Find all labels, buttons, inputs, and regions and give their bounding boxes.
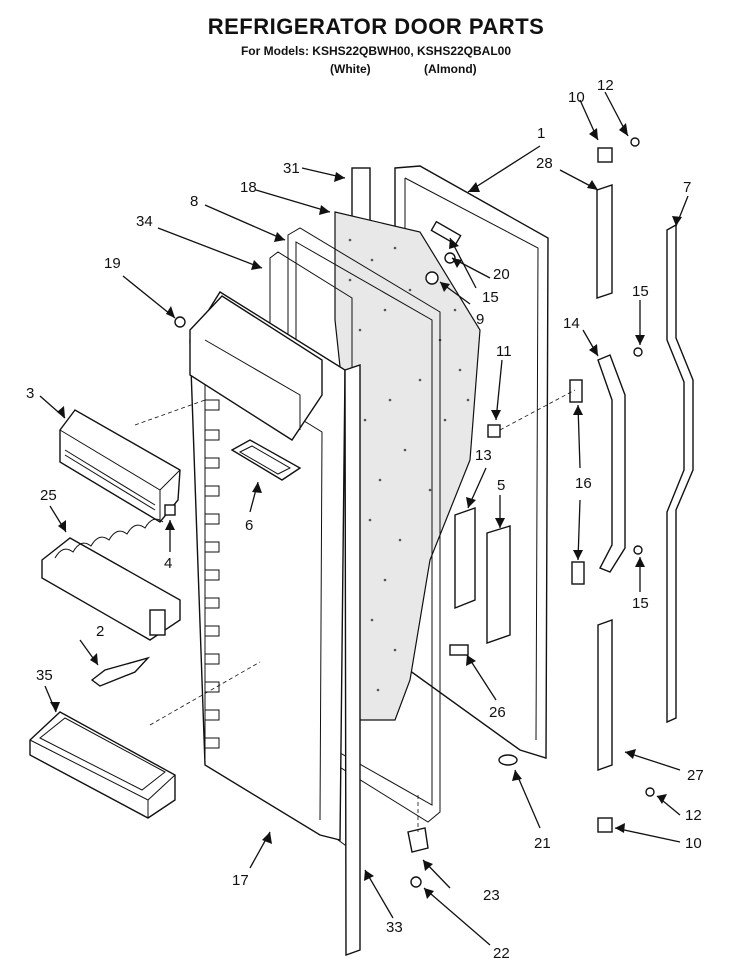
part-handle-cap-bottom xyxy=(597,817,613,833)
callout-15-hinge: 15 xyxy=(482,289,499,306)
part-door-bin xyxy=(29,711,176,819)
part-lower-hinge xyxy=(407,827,429,853)
part-spacer-lower xyxy=(571,561,585,585)
callout-16: 16 xyxy=(575,475,592,492)
callout-25: 25 xyxy=(40,487,57,504)
part-handle-upper xyxy=(596,184,613,299)
callout-3: 3 xyxy=(26,385,34,402)
part-dispenser-insert xyxy=(230,439,302,481)
callout-35: 35 xyxy=(36,667,53,684)
callout-labels: 1 2 3 4 5 6 7 8 9 10 10 11 12 12 13 14 1… xyxy=(26,77,704,962)
callout-23: 23 xyxy=(483,887,500,904)
part-shelf-clip xyxy=(164,504,176,516)
callout-11: 11 xyxy=(496,343,512,360)
part-bottom-pin xyxy=(498,754,518,766)
part-shelf-cover xyxy=(59,409,181,523)
part-egg-bin xyxy=(41,518,181,641)
part-handle-bar xyxy=(597,354,626,573)
callout-26: 26 xyxy=(489,704,506,721)
part-hinge-plate xyxy=(430,220,462,246)
variant-almond-label: (Almond) xyxy=(424,62,477,76)
callout-13: 13 xyxy=(475,447,492,464)
callout-9: 9 xyxy=(476,311,484,328)
callout-12-bottom: 12 xyxy=(685,807,702,824)
callout-28: 28 xyxy=(536,155,553,172)
part-handle-trim xyxy=(666,223,694,724)
callout-33: 33 xyxy=(386,919,403,936)
part-filter-strip-a xyxy=(454,507,476,610)
callout-31: 31 xyxy=(283,160,300,177)
callout-8: 8 xyxy=(190,193,198,210)
diagram-title: REFRIGERATOR DOOR PARTS xyxy=(207,14,545,39)
callout-18: 18 xyxy=(240,179,257,196)
part-bin-bracket xyxy=(90,656,151,687)
callout-5: 5 xyxy=(497,477,505,494)
callout-20: 20 xyxy=(493,266,510,283)
callout-14: 14 xyxy=(563,315,580,332)
callout-34: 34 xyxy=(136,213,153,230)
callout-27: 27 xyxy=(687,767,704,784)
callout-10-bottom: 10 xyxy=(685,835,702,852)
callout-21: 21 xyxy=(534,835,551,852)
part-handle-cap-top xyxy=(597,147,613,163)
liner-shelf-tabs xyxy=(204,399,220,749)
callout-17: 17 xyxy=(232,872,249,889)
callout-19: 19 xyxy=(104,255,121,272)
model-numbers: For Models: KSHS22QBWH00, KSHS22QBAL00 xyxy=(240,44,512,58)
part-filter-strip-b xyxy=(486,525,511,644)
variant-white-label: (White) xyxy=(330,62,371,76)
alignment-lines xyxy=(134,389,576,832)
part-screw-15-upper xyxy=(633,347,643,357)
callout-1: 1 xyxy=(537,125,545,142)
part-screw-22 xyxy=(410,876,422,888)
callout-6: 6 xyxy=(245,517,253,534)
part-spacer-upper xyxy=(569,379,583,403)
part-screw-19 xyxy=(174,316,186,328)
callout-4: 4 xyxy=(164,555,172,572)
part-screw-15-lower xyxy=(633,545,643,555)
part-small-bracket xyxy=(449,644,469,656)
part-screw-12-top xyxy=(630,137,640,147)
callout-2: 2 xyxy=(96,623,104,640)
callout-15-lower: 15 xyxy=(632,595,649,612)
part-clip-11 xyxy=(487,424,501,438)
part-screw-20 xyxy=(444,252,456,264)
callout-12-top: 12 xyxy=(597,77,614,94)
leader-arrowheads xyxy=(50,123,682,899)
callout-22: 22 xyxy=(493,945,510,962)
part-screw-12-bottom xyxy=(645,787,655,797)
part-inner-door-liner xyxy=(189,291,346,841)
part-grommet-15 xyxy=(425,271,439,285)
callout-7: 7 xyxy=(683,179,691,196)
callout-15-upper: 15 xyxy=(632,283,649,300)
part-handle-lower xyxy=(597,619,613,771)
callout-10-top: 10 xyxy=(568,89,585,106)
part-door-trim-strip xyxy=(344,364,361,956)
